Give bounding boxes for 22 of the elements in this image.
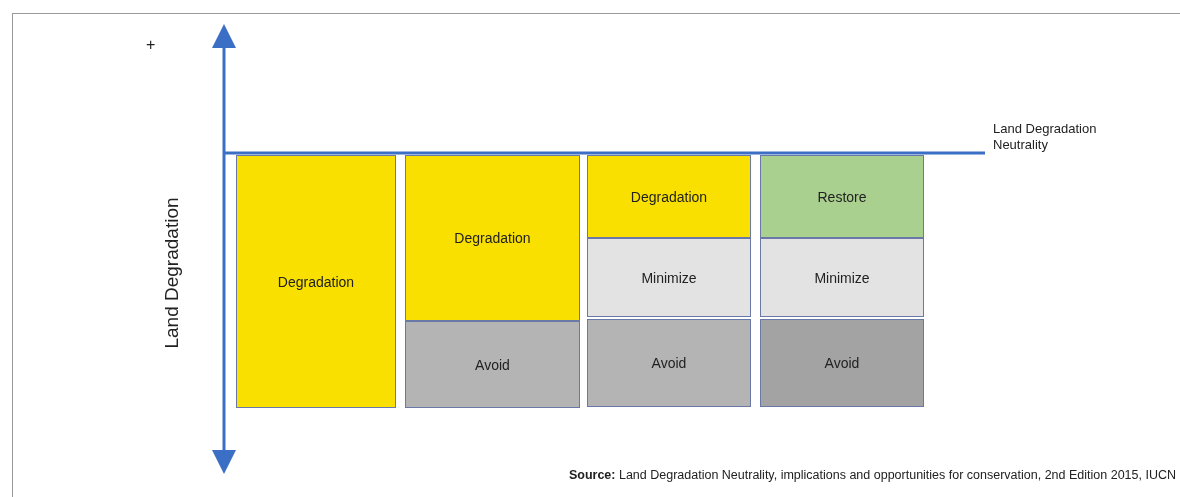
block-label: Avoid bbox=[475, 356, 510, 373]
chart-block bbox=[587, 319, 751, 407]
block-label: Degradation bbox=[454, 230, 531, 246]
chart-block bbox=[760, 155, 924, 238]
plus-sign: + bbox=[146, 36, 156, 54]
block-label: Degradation bbox=[630, 188, 708, 205]
source-note: Source: Land Degradation Neutrality, implications and opportunities for conservation, 2nd Edition 2015, IUCN bbox=[568, 468, 1176, 482]
chart-block bbox=[587, 238, 751, 317]
axis-title: Land Degradation bbox=[161, 197, 183, 349]
block-label: Avoid bbox=[824, 355, 860, 371]
chart-block bbox=[236, 155, 396, 408]
block-label: Avoid bbox=[651, 355, 687, 371]
neutrality-label: Land Degradation Neutrality bbox=[993, 121, 1098, 153]
chart-block bbox=[587, 155, 751, 238]
block-label: Restore bbox=[817, 188, 867, 205]
chart-block bbox=[405, 155, 580, 321]
chart-block bbox=[760, 319, 924, 407]
chart-block bbox=[405, 321, 580, 408]
block-label: Minimize bbox=[814, 269, 870, 286]
chart-block bbox=[760, 238, 924, 317]
block-label: Minimize bbox=[641, 269, 697, 286]
block-label: Degradation bbox=[277, 273, 355, 290]
